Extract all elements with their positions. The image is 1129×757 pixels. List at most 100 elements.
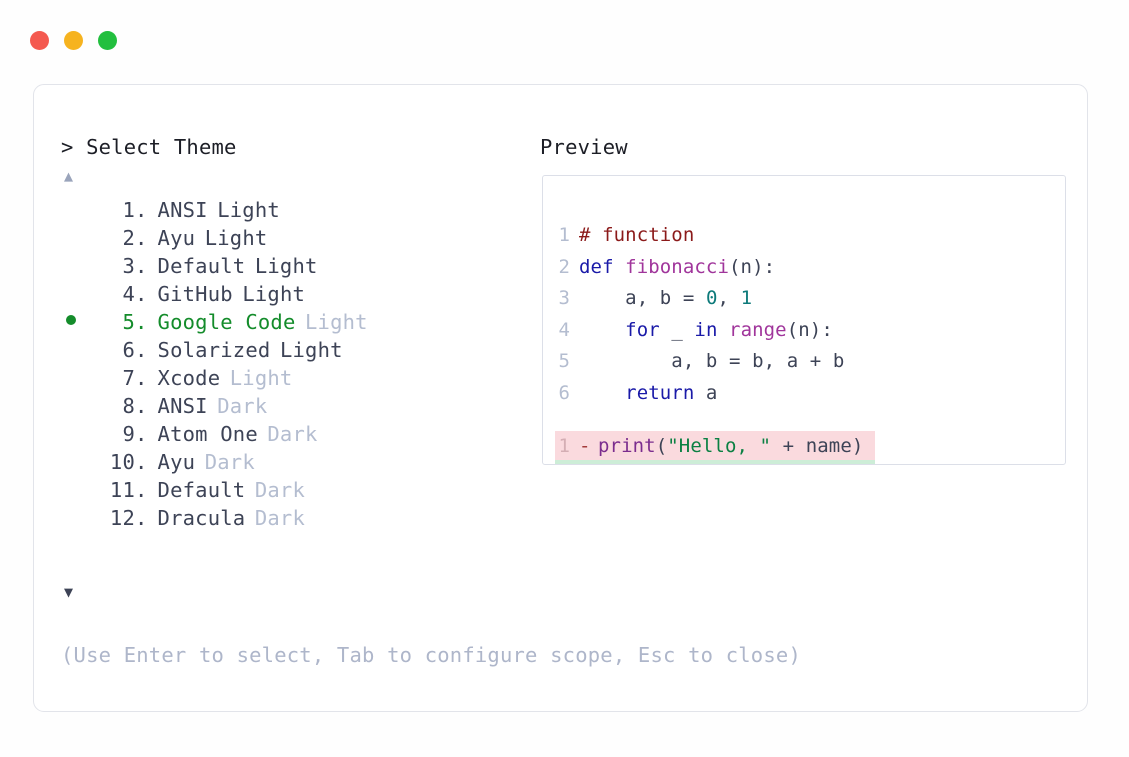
line-number: 6: [558, 381, 570, 404]
theme-item-index: 11: [109, 478, 135, 502]
keyboard-hint: (Use Enter to select, Tab to configure s…: [61, 643, 801, 667]
minimize-window-button[interactable]: [64, 31, 83, 50]
code-token: # function: [579, 224, 695, 246]
code-token: (: [656, 464, 668, 465]
theme-item-name: Google Code: [157, 310, 296, 334]
code-token: range: [729, 318, 787, 341]
theme-item-index: 10: [109, 450, 135, 474]
window-traffic-lights: [30, 31, 117, 50]
theme-item-separator: .: [135, 282, 148, 306]
theme-item-variant: Light: [242, 282, 306, 306]
theme-item-variant: Dark: [254, 506, 306, 530]
line-number: 4: [558, 318, 570, 341]
close-window-button[interactable]: [30, 31, 49, 50]
code-line-content: print(f"Hello, {name}!"): [598, 460, 875, 465]
code-token: (n):: [729, 255, 776, 278]
theme-item-index: 2: [122, 226, 135, 250]
diff-removed-line: 1-print("Hello, " + name): [555, 431, 875, 460]
theme-item-variant: Dark: [204, 450, 255, 474]
theme-item-index: 8: [122, 394, 135, 418]
theme-item-variant: Dark: [254, 478, 306, 502]
code-line-content: def fibonacci(n):: [579, 252, 775, 284]
theme-item-variant: Light: [204, 226, 268, 250]
theme-item-name: Default: [157, 254, 246, 278]
theme-item-separator: .: [135, 422, 148, 446]
theme-item-separator: .: [135, 198, 148, 222]
theme-item-index: 1: [122, 198, 135, 222]
page-title: > Select Theme: [61, 135, 237, 159]
code-token: + name): [771, 435, 864, 457]
theme-item-name: ANSI: [157, 394, 208, 418]
scroll-down-icon[interactable]: ▼: [64, 583, 74, 601]
line-number: 5: [558, 350, 570, 372]
code-token: 1: [740, 287, 753, 309]
code-token: return: [625, 381, 695, 404]
zoom-window-button[interactable]: [98, 31, 117, 50]
theme-item-name: Dracula: [157, 506, 246, 530]
theme-list-item[interactable]: 11. Default Dark: [61, 478, 531, 506]
code-token: ,: [717, 287, 741, 309]
code-token: fibonacci: [625, 255, 730, 278]
line-number: 3: [558, 287, 570, 309]
theme-list-item[interactable]: 10. Ayu Dark: [61, 450, 531, 478]
theme-item-variant: Light: [254, 254, 318, 278]
theme-item-index: 6: [122, 338, 135, 362]
code-line: 5 a, b = b, a + b: [555, 346, 875, 378]
code-line-content: # function: [579, 220, 694, 252]
code-token: ): [863, 464, 875, 465]
theme-item-variant: Dark: [217, 394, 268, 418]
code-token: [717, 319, 729, 341]
code-token: _: [659, 318, 695, 341]
code-line: 4 for _ in range(n):: [555, 315, 875, 347]
theme-item-separator: .: [135, 338, 148, 362]
scroll-up-icon[interactable]: ▲: [64, 167, 74, 185]
preview-label: Preview: [540, 135, 628, 159]
theme-item-name: ANSI: [157, 198, 208, 222]
code-token: f"Hello, {name}!": [667, 464, 863, 465]
theme-item-variant: Light: [305, 310, 368, 334]
diff-added-line: 1+print(f"Hello, {name}!"): [555, 460, 875, 465]
diff-sign: -: [579, 435, 591, 457]
code-token: a, b = b, a + b: [579, 350, 845, 372]
theme-item-separator: .: [135, 450, 148, 474]
theme-item-name: Ayu: [157, 450, 196, 474]
code-line-content: print("Hello, " + name): [598, 431, 863, 463]
theme-item-separator: .: [135, 394, 148, 418]
code-line-content: a, b = b, a + b: [579, 346, 844, 378]
code-token: a: [694, 381, 718, 404]
code-token: def: [579, 255, 626, 278]
theme-item-name: Default: [157, 478, 246, 502]
line-number: 1: [555, 460, 579, 464]
theme-item-separator: .: [135, 366, 148, 390]
code-line: 6 return a: [555, 378, 875, 410]
code-line: 3 a, b = 0, 1: [555, 283, 875, 315]
theme-list-item[interactable]: 1. ANSI Light: [61, 198, 531, 226]
theme-item-index: 9: [122, 422, 135, 446]
diff-sign: +: [579, 460, 598, 464]
theme-item-variant: Light: [229, 366, 293, 390]
selected-bullet-icon: [66, 315, 76, 325]
theme-item-name: Atom One: [157, 422, 258, 446]
code-token: 0: [705, 287, 718, 309]
theme-item-name: Solarized: [157, 338, 271, 362]
code-line-content: for _ in range(n):: [579, 315, 833, 347]
code-token: "Hello, ": [667, 435, 772, 457]
code-token: (n):: [786, 318, 833, 341]
theme-list-item[interactable]: 8. ANSI Dark: [61, 394, 531, 422]
theme-item-variant: Light: [217, 198, 280, 222]
code-token: a, b =: [579, 287, 706, 309]
theme-item-separator: .: [135, 478, 148, 502]
